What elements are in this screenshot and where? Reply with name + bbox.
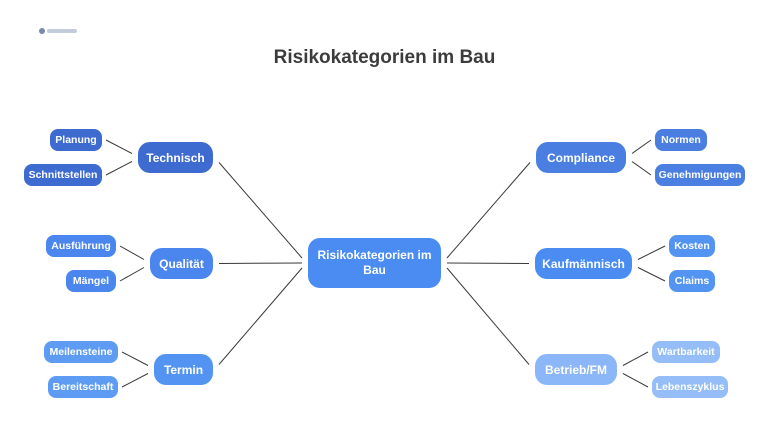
- branch-node: Qualität: [150, 248, 213, 279]
- leaf-node: Planung: [50, 129, 102, 151]
- leaf-node: Meilensteine: [44, 341, 118, 363]
- connector-line: [446, 162, 531, 259]
- logo-wordmark-icon: [47, 29, 77, 33]
- leaf-node: Kosten: [669, 235, 715, 257]
- connector-line: [121, 351, 149, 366]
- leaf-node: Genehmigungen: [655, 164, 745, 186]
- branch-node: Kaufmännisch: [535, 248, 632, 279]
- connector-line: [446, 267, 530, 365]
- leaf-node: Mängel: [66, 270, 116, 292]
- connector-line: [119, 267, 145, 282]
- leaf-node: Claims: [669, 270, 715, 292]
- center-node: Risikokategorien im Bau: [308, 238, 441, 288]
- connector-line: [622, 373, 649, 388]
- connector-line: [637, 267, 666, 282]
- branch-node: Betrieb/FM: [535, 354, 617, 385]
- leaf-node: Wartbarkeit: [652, 341, 720, 363]
- leaf-node: Ausführung: [46, 235, 116, 257]
- branch-node: Termin: [154, 354, 213, 385]
- connector-line: [631, 161, 652, 176]
- connector-line: [105, 139, 133, 154]
- connector-line: [637, 245, 666, 260]
- connector-line: [446, 262, 530, 264]
- leaf-node: Bereitschaft: [48, 376, 118, 398]
- page-title: Risikokategorien im Bau: [273, 47, 496, 68]
- connector-line: [218, 162, 303, 259]
- connector-line: [218, 262, 303, 264]
- connector-line: [631, 139, 652, 154]
- leaf-node: Schnittstellen: [24, 164, 102, 186]
- connector-line: [119, 245, 145, 260]
- leaf-node: Lebenszyklus: [652, 376, 728, 398]
- connector-line: [105, 161, 133, 176]
- connector-line: [218, 267, 303, 365]
- connector-line: [622, 351, 649, 366]
- branch-node: Compliance: [536, 142, 626, 173]
- leaf-node: Normen: [655, 129, 707, 151]
- logo-mark-icon: [39, 28, 45, 34]
- branch-node: Technisch: [138, 142, 213, 173]
- brand-logo: [39, 26, 79, 36]
- connector-line: [121, 373, 149, 388]
